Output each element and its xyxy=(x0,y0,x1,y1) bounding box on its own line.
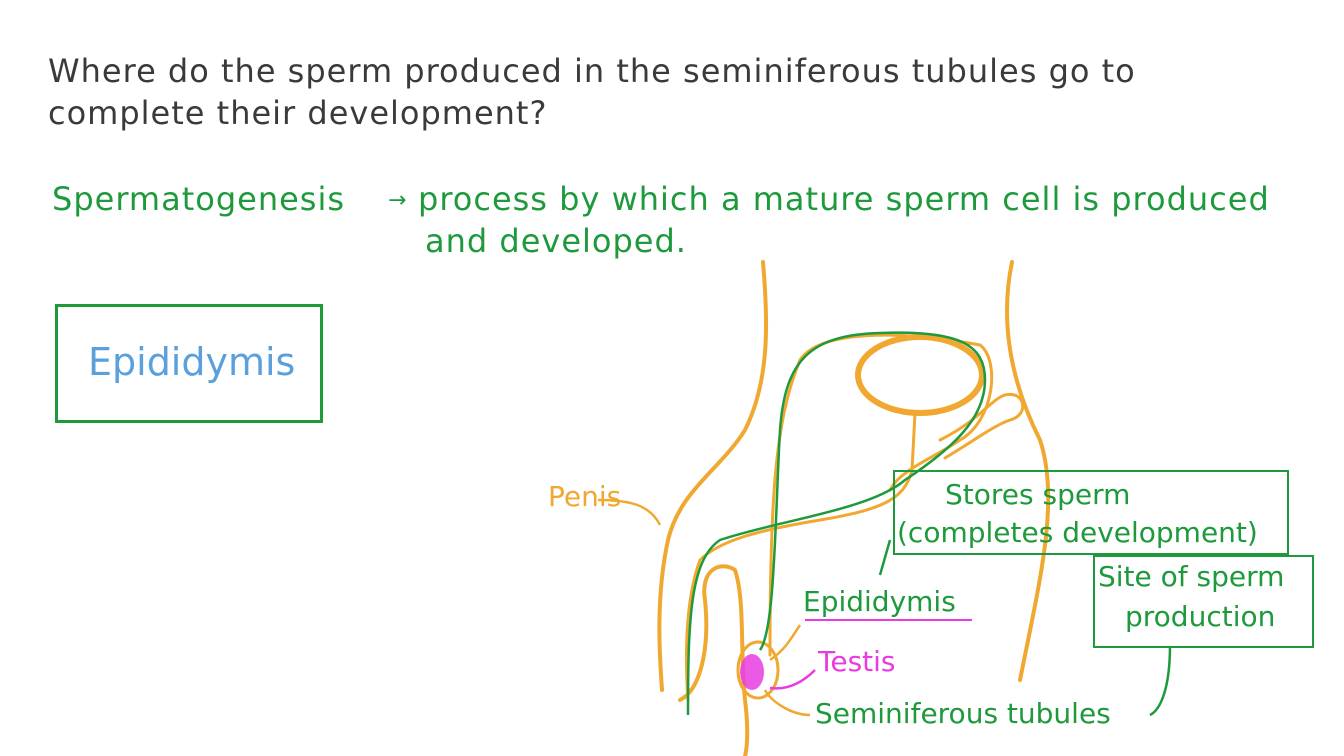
penis-shape xyxy=(678,564,750,756)
site-production-box xyxy=(1093,555,1314,648)
definition-term: Spermatogenesis xyxy=(52,180,346,218)
seminal-vesicle xyxy=(938,392,1025,460)
bladder xyxy=(855,334,985,416)
question-line-1: Where do the sperm produced in the semin… xyxy=(48,52,1136,90)
body-outline-back xyxy=(1005,260,1051,682)
definition-line-1: process by which a mature sperm cell is … xyxy=(418,180,1270,218)
stores-line-1: Stores sperm xyxy=(945,478,1131,511)
stores-line-2: (completes development) xyxy=(897,516,1258,549)
answer-text: Epididymis xyxy=(88,340,296,384)
epididymis-pointer xyxy=(769,624,802,662)
urethra xyxy=(684,411,917,702)
sperm-path xyxy=(686,331,987,716)
definition-line-2: and developed. xyxy=(425,222,687,260)
question-line-2: complete their development? xyxy=(48,94,548,132)
site-line-1: Site of sperm xyxy=(1098,560,1285,593)
penis-pointer xyxy=(597,498,662,526)
vas-deferens xyxy=(768,333,994,657)
stores-sperm-box xyxy=(893,470,1289,555)
testis-outline xyxy=(736,640,780,700)
testis-fill xyxy=(740,654,764,690)
label-testis: Testis xyxy=(818,645,896,678)
site-line-2: production xyxy=(1125,600,1276,633)
answer-box xyxy=(55,304,323,423)
body-outline-front xyxy=(657,260,769,692)
seminiferous-pointer xyxy=(763,689,811,717)
site-pointer xyxy=(1149,644,1172,717)
stores-pointer xyxy=(878,539,892,576)
testis-pointer xyxy=(769,669,816,690)
label-seminiferous-tubules: Seminiferous tubules xyxy=(815,697,1111,730)
label-epididymis: Epididymis xyxy=(803,585,956,618)
definition-arrow: → xyxy=(388,188,408,213)
label-penis: Penis xyxy=(548,480,622,513)
